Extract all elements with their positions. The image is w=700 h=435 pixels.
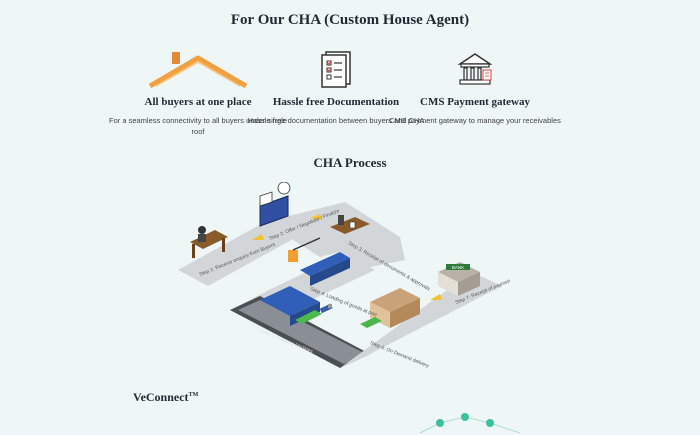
step-label: Step 6: On Demand delivery	[369, 340, 430, 369]
feature-title: CMS Payment gateway	[420, 96, 530, 108]
trademark-mark: TM	[188, 392, 199, 398]
step1-desk-icon	[190, 226, 228, 258]
feature-documentation: Hassle free Documentation Hassle free do…	[241, 42, 431, 126]
process-title: CHA Process	[313, 155, 387, 170]
crane-icon	[288, 237, 321, 262]
arrow-icon	[252, 234, 264, 240]
step2-board-icon	[259, 182, 291, 227]
feature-description: For a seamless connectivity to all buyer…	[108, 116, 287, 136]
arrow-icon	[310, 214, 322, 220]
document-checklist-icon	[241, 42, 431, 90]
satellite-icon	[319, 303, 333, 314]
road-segment	[178, 222, 295, 286]
page-title: For Our CHA (Custom House Agent)	[230, 12, 470, 28]
house-roof-icon	[103, 42, 293, 90]
step3-office-icon	[330, 215, 370, 234]
network-graphic-icon	[419, 413, 521, 434]
bank-building-icon: BANK	[438, 262, 480, 296]
brand-text: VeConnect	[133, 390, 189, 404]
green-blue-truck-icon	[260, 286, 322, 326]
arrow-icon	[430, 294, 442, 300]
feature-title: All buyers at one place	[144, 96, 252, 108]
brand-name: VeConnectTM	[133, 390, 198, 405]
dark-road-inner	[238, 300, 366, 364]
feature-all-buyers: All buyers at one place For a seamless c…	[103, 42, 293, 137]
feature-title: Hassle free Documentation	[272, 96, 400, 108]
bank-sign: BANK	[452, 265, 464, 270]
warehouse-icon	[360, 288, 420, 328]
feature-description: Hassle free documentation between buyers…	[247, 116, 425, 125]
feature-cms-payment: CMS Payment gateway CMS payment gateway …	[380, 42, 570, 126]
cha-process-illustration: BANK Step 1: Receive enquiry from Buyers…	[178, 182, 510, 370]
bank-icon	[380, 42, 570, 90]
road-segment	[340, 272, 502, 368]
blue-truck-icon	[300, 252, 350, 286]
feature-description: CMS payment gateway to manage your recei…	[389, 116, 561, 125]
